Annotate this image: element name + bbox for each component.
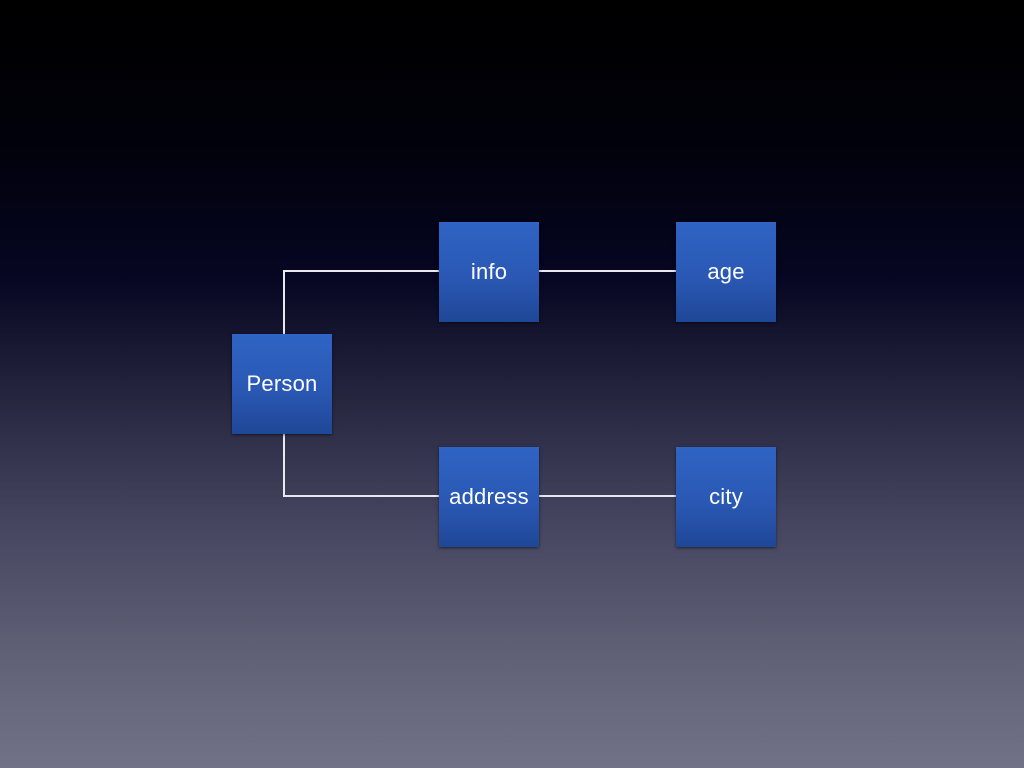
node-label: age [707,259,745,284]
edge-person-address [283,434,439,497]
node-person[interactable]: Person [232,334,332,434]
node-age[interactable]: age [676,222,776,322]
node-label: city [709,484,743,509]
node-label: info [470,259,508,284]
node-info[interactable]: info [439,222,539,322]
node-city[interactable]: city [676,447,776,547]
edge-person-info [283,270,439,334]
node-label: Person [246,371,318,396]
node-address[interactable]: address [439,447,539,547]
node-label: address [449,484,529,509]
